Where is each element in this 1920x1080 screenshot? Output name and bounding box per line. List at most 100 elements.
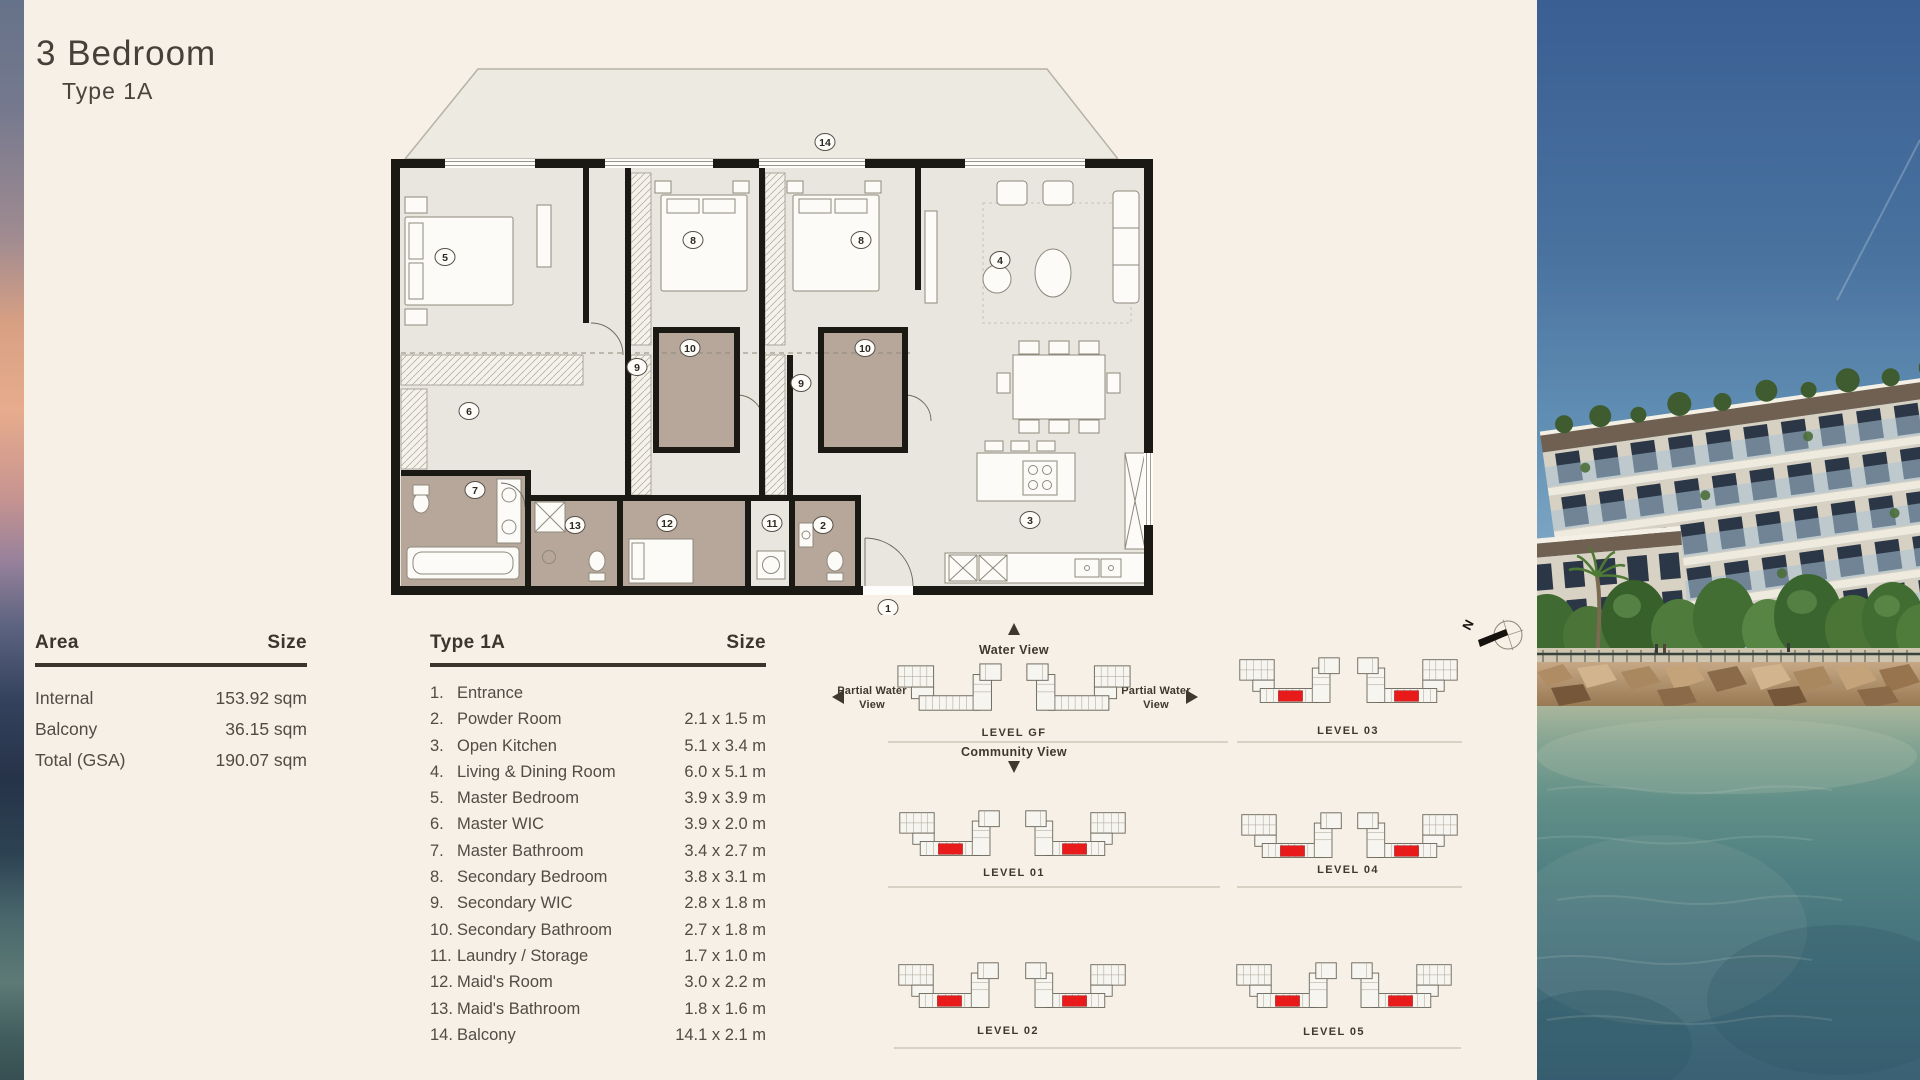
footprint-mirrored (1352, 963, 1451, 1008)
level-label: LEVEL 05 (1303, 1026, 1365, 1038)
community-view-arrow-icon (1008, 761, 1020, 773)
wardrobes (400, 172, 786, 496)
badge-bathroom-b: 10 (859, 343, 871, 355)
badge-master-wic: 6 (466, 406, 472, 418)
area-row-label: Total (GSA) (35, 750, 126, 770)
table-row: Internal 153.92 sqm (35, 683, 307, 714)
footprint (1237, 963, 1336, 1008)
door-arcs (500, 322, 932, 587)
north-label: N (1459, 617, 1477, 632)
north-compass-icon: N (1459, 617, 1524, 651)
trees (1537, 546, 1920, 666)
badge-maid-room: 12 (661, 518, 673, 530)
footprint-mirrored (1026, 811, 1125, 856)
footprint-mirrored (1026, 963, 1125, 1008)
footprint (897, 663, 1002, 711)
table-row: Balcony 36.15 sqm (35, 714, 307, 745)
table-row: 1.Entrance (430, 684, 524, 702)
badge-entrance: 1 (885, 603, 891, 615)
partial-water-left-label-2: View (859, 699, 885, 711)
badge-laundry: 11 (766, 518, 777, 530)
level-group-03: LEVEL 03 (1237, 658, 1462, 743)
water-view-arrow-icon (1008, 623, 1020, 635)
badge-living: 4 (997, 255, 1003, 267)
badge-maid-bath: 13 (569, 520, 581, 532)
rocks (1537, 662, 1920, 710)
level-label: LEVEL 03 (1317, 725, 1379, 737)
area-row-label: Balcony (35, 719, 98, 739)
furniture (404, 180, 1150, 584)
footprint-mirrored (1358, 813, 1457, 858)
level-label: LEVEL 02 (977, 1025, 1039, 1037)
footprint (1240, 658, 1339, 703)
area-size-header: Size (267, 632, 307, 653)
level-label: LEVEL 01 (983, 867, 1045, 879)
footprint (900, 811, 999, 856)
balcony-area (403, 68, 1120, 160)
left-photo-strip (0, 0, 24, 1080)
badge-kitchen: 3 (1027, 515, 1033, 527)
badge-bedroom-a: 8 (690, 235, 696, 247)
badge-master-bedroom: 5 (442, 252, 448, 264)
windows (445, 159, 1153, 595)
level-group-gf: LEVEL GF (888, 663, 1228, 743)
level-group-02: LEVEL 02 (899, 963, 1125, 1037)
page-subtitle: Type 1A (62, 78, 154, 104)
level-label: LEVEL GF (982, 727, 1047, 739)
level-group-05: LEVEL 05 (1237, 963, 1451, 1038)
partial-water-left-arrow-icon (832, 690, 844, 704)
floor-plan: 14 5 8 8 4 10 9 10 9 6 7 13 12 11 2 3 1 (391, 68, 1153, 615)
area-row-label: Internal (35, 688, 94, 708)
promenade-railing (1537, 643, 1920, 664)
community-view-label: Community View (961, 745, 1067, 759)
footprint (1242, 813, 1341, 858)
room-badges: 14 5 8 8 4 10 9 10 9 6 7 13 12 11 2 3 1 (434, 133, 1041, 615)
water-view-label: Water View (979, 643, 1049, 657)
orientation-labels: Water View Partial Water View Partial Wa… (832, 623, 1198, 773)
level-diagrams: Water View Partial Water View Partial Wa… (832, 617, 1524, 1049)
badge-bedroom-b: 8 (858, 235, 864, 247)
type-header: Type 1A (430, 632, 506, 653)
badge-balcony: 14 (819, 137, 831, 149)
level-group-04: LEVEL 04 (1237, 813, 1462, 888)
table-row: Total (GSA) 190.07 sqm (35, 745, 307, 776)
building-photo (1537, 0, 1920, 1080)
partial-water-right-arrow-icon (1186, 690, 1198, 704)
badge-wic-b: 9 (798, 378, 804, 390)
contrail (1836, 139, 1920, 301)
area-row-size: 190.07 sqm (215, 750, 307, 770)
water (1537, 706, 1920, 1080)
area-header: Area (35, 632, 79, 653)
level-group-01: LEVEL 01 (888, 811, 1220, 888)
area-row-size: 153.92 sqm (215, 688, 307, 708)
badge-wic-a: 9 (634, 362, 640, 374)
badge-powder: 2 (820, 520, 826, 532)
badge-master-bath: 7 (472, 485, 478, 497)
footprint (899, 963, 998, 1008)
partial-water-left-label-1: Partial Water (837, 685, 907, 697)
partial-water-right-label-2: View (1143, 699, 1169, 711)
area-row-size: 36.15 sqm (225, 719, 307, 739)
level-label: LEVEL 04 (1317, 864, 1379, 876)
badge-bathroom-a: 10 (684, 343, 696, 355)
page-title: 3 Bedroom (36, 34, 217, 73)
footprint-mirrored (1358, 658, 1457, 703)
partial-water-right-label-1: Partial Water (1121, 685, 1191, 697)
area-table: Area Size Internal 153.92 sqm Balcony 36… (35, 632, 307, 776)
footprint-mirrored (1026, 663, 1131, 711)
